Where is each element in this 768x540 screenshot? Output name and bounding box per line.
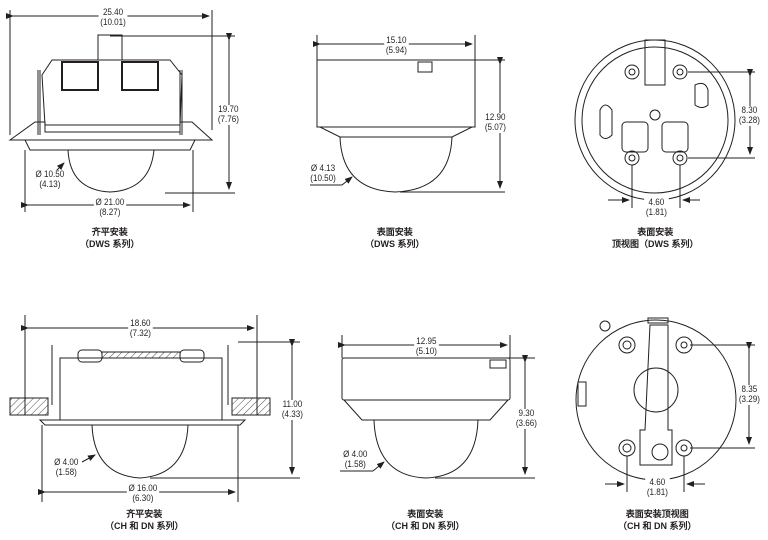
dws-flush-height-dim: 19.70(7.76) [216,104,241,125]
dws-flush-dome-dim: Ø 10.50(4.13) [33,169,66,190]
dws-top-caption: 表面安装顶视图（DWS 系列） [612,227,699,249]
chdn-flush-dome-dim: Ø 4.00(1.58) [52,457,81,478]
dws-top-drawing [574,39,755,208]
chdn-top-vertical-dim: 8.35(3.29) [737,384,762,405]
chdn-surface-height-dim: 9.30(3.66) [514,408,539,429]
chdn-surface-dome-dim: Ø 4.00(1.58) [341,449,370,470]
chdn-top-drawing [575,317,755,492]
dws-flush-trim-dim: Ø 21.00(8.27) [93,197,126,218]
dws-surface-width-dim: 15.10(5.94) [384,35,409,56]
chdn-flush-height-dim: 11.00(4.33) [280,399,305,420]
dws-flush-width-dim: 25.40(10.01) [98,7,128,28]
chdn-flush-trim-dim: Ø 16.00(6.30) [126,483,159,504]
dws-top-horizontal-dim: 4.60(1.81) [644,197,669,218]
chdn-top-caption: 表面安装顶视图（CH 和 DN 系列） [618,509,697,531]
dws-surface-caption: 表面安装（DWS 系列） [365,227,425,249]
dws-surface-drawing [310,35,505,193]
dws-surface-dome-dim: Ø 4.13(10.50) [308,163,338,184]
dws-surface-height-dim: 12.90(5.07) [483,112,508,133]
chdn-top-horizontal-dim: 4.60(1.81) [645,477,670,498]
dws-flush-caption: 齐平安装（DWS 系列） [80,227,140,249]
dws-top-vertical-dim: 8.30(3.28) [737,105,762,126]
chdn-flush-caption: 齐平安装（CH 和 DN 系列） [105,509,184,531]
chdn-surface-width-dim: 12.95(5.10) [414,336,439,357]
chdn-surface-caption: 表面安装（CH 和 DN 系列） [386,509,465,531]
chdn-flush-width-dim: 18.60(7.32) [128,318,153,339]
